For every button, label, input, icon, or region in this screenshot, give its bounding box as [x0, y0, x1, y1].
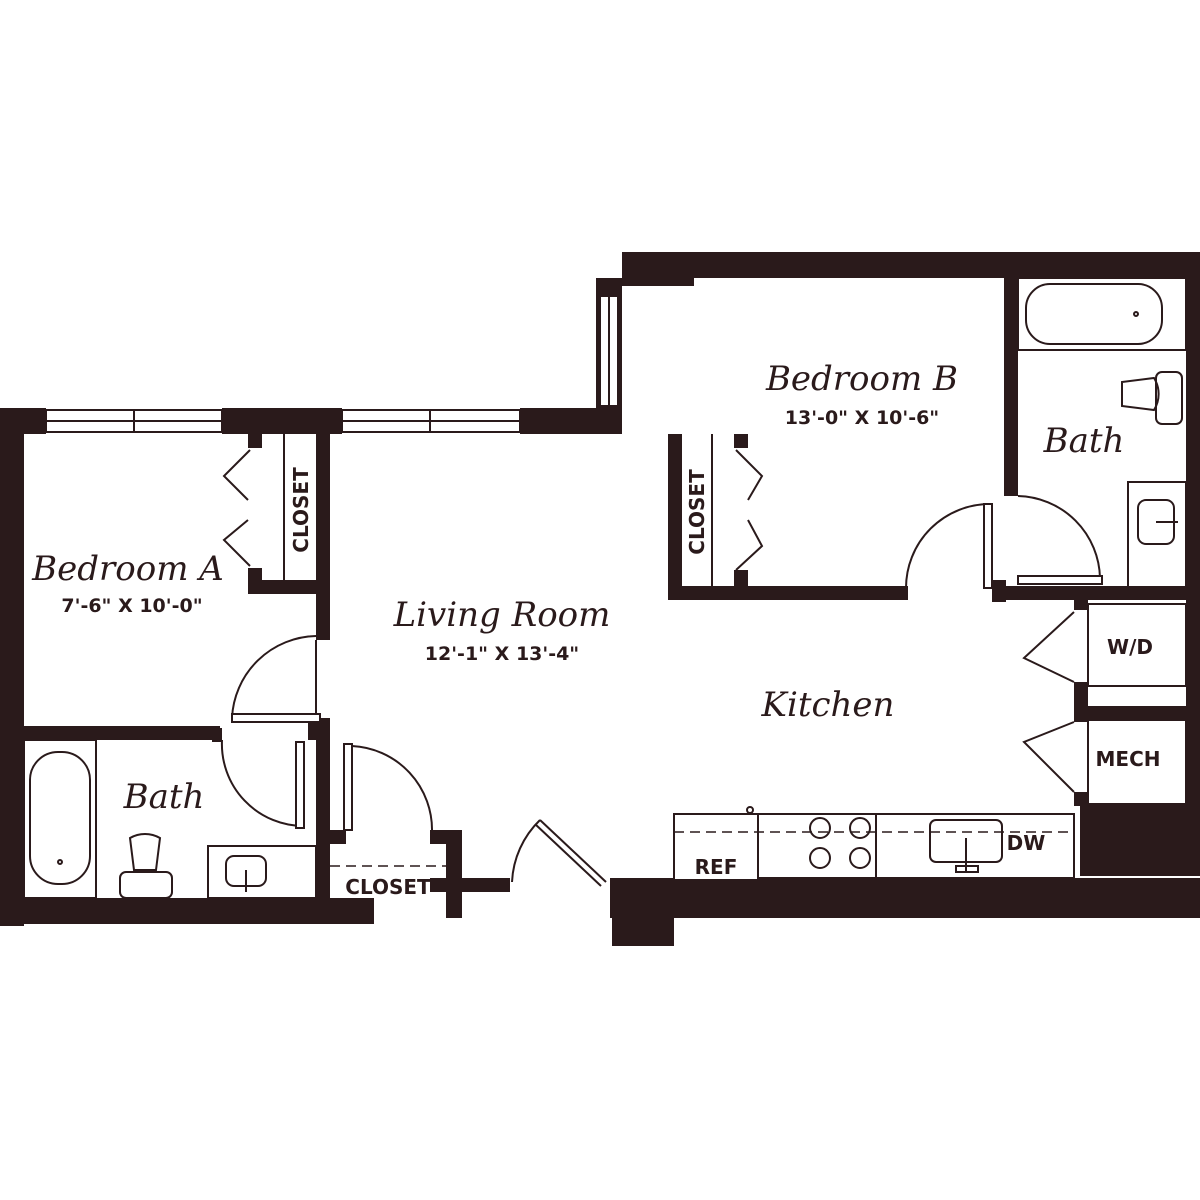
windows [45, 295, 619, 433]
bedroom-b-name: Bedroom B [765, 359, 958, 399]
utility: W/D MECH [1087, 603, 1187, 805]
kitchen-counter [673, 806, 1075, 881]
living-room-dims: 12'-1" X 13'-4" [425, 643, 579, 665]
kitchen-name: Kitchen [761, 685, 895, 725]
closet-entry-label: CLOSET [345, 875, 431, 899]
closet-b-label: CLOSET [685, 469, 709, 555]
bedroom-a-dims: 7'-6" X 10'-0" [61, 595, 202, 617]
bedroom-a-name: Bedroom A [31, 549, 224, 589]
bath-a-fixtures [23, 739, 317, 899]
closet-b: CLOSET [685, 434, 764, 588]
ref-label: REF [695, 855, 738, 879]
doors[interactable] [220, 495, 1103, 887]
bath-b-name: Bath [1043, 421, 1125, 461]
mech-label: MECH [1096, 747, 1161, 771]
entry-closet: CLOSET [330, 865, 446, 899]
closet-a-label: CLOSET [289, 467, 313, 553]
bedroom-b-dims: 13'-0" X 10'-6" [785, 407, 939, 429]
bath-a-name: Bath [123, 777, 205, 817]
bath-b-fixtures [1017, 277, 1187, 589]
living-room-name: Living Room [393, 595, 611, 635]
closet-a: CLOSET [222, 434, 313, 584]
room-labels: Bedroom A 7'-6" X 10'-0" Bedroom B 13'-0… [31, 359, 1124, 879]
bedroom-a-door [231, 635, 317, 722]
dw-label: DW [1007, 831, 1046, 855]
wd-label: W/D [1107, 635, 1153, 659]
